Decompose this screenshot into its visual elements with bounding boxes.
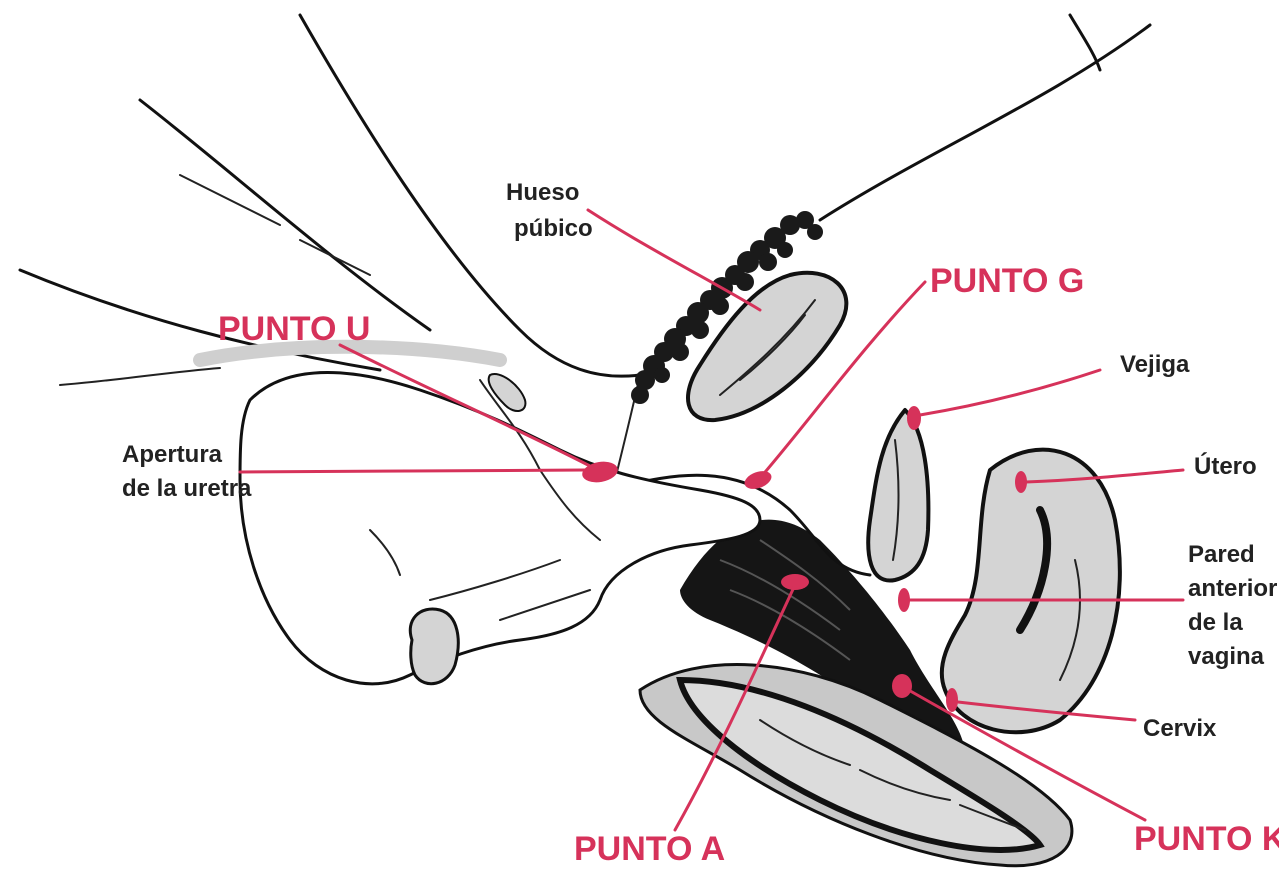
label-pared-3: de la (1188, 609, 1243, 636)
bladder-spot (907, 406, 921, 430)
label-punto-a: PUNTO A (574, 830, 725, 868)
anterior-wall-spot (898, 588, 910, 612)
label-apertura-2: de la uretra (122, 475, 252, 502)
label-utero: Útero (1194, 452, 1257, 480)
hand (240, 373, 760, 684)
body-outline (20, 15, 1150, 500)
uterus (942, 450, 1120, 733)
label-punto-g: PUNTO G (930, 262, 1084, 300)
label-vejiga: Vejiga (1120, 351, 1190, 378)
k-spot (892, 674, 912, 698)
label-punto-k: PUNTO K (1134, 820, 1279, 858)
label-pared-2: anterior (1188, 575, 1277, 602)
hueso-leader (588, 210, 760, 310)
cervix-spot (946, 688, 958, 712)
label-punto-u: PUNTO U (218, 310, 370, 348)
label-cervix: Cervix (1143, 715, 1217, 742)
vejiga-leader (920, 370, 1100, 415)
label-hueso-2: púbico (514, 215, 593, 242)
apertura-leader (240, 470, 585, 472)
bladder (868, 410, 928, 581)
label-apertura-1: Apertura (122, 441, 223, 468)
label-pared-1: Pared (1188, 541, 1255, 568)
label-pared-4: vagina (1188, 643, 1265, 670)
label-hueso-1: Hueso (506, 179, 579, 206)
